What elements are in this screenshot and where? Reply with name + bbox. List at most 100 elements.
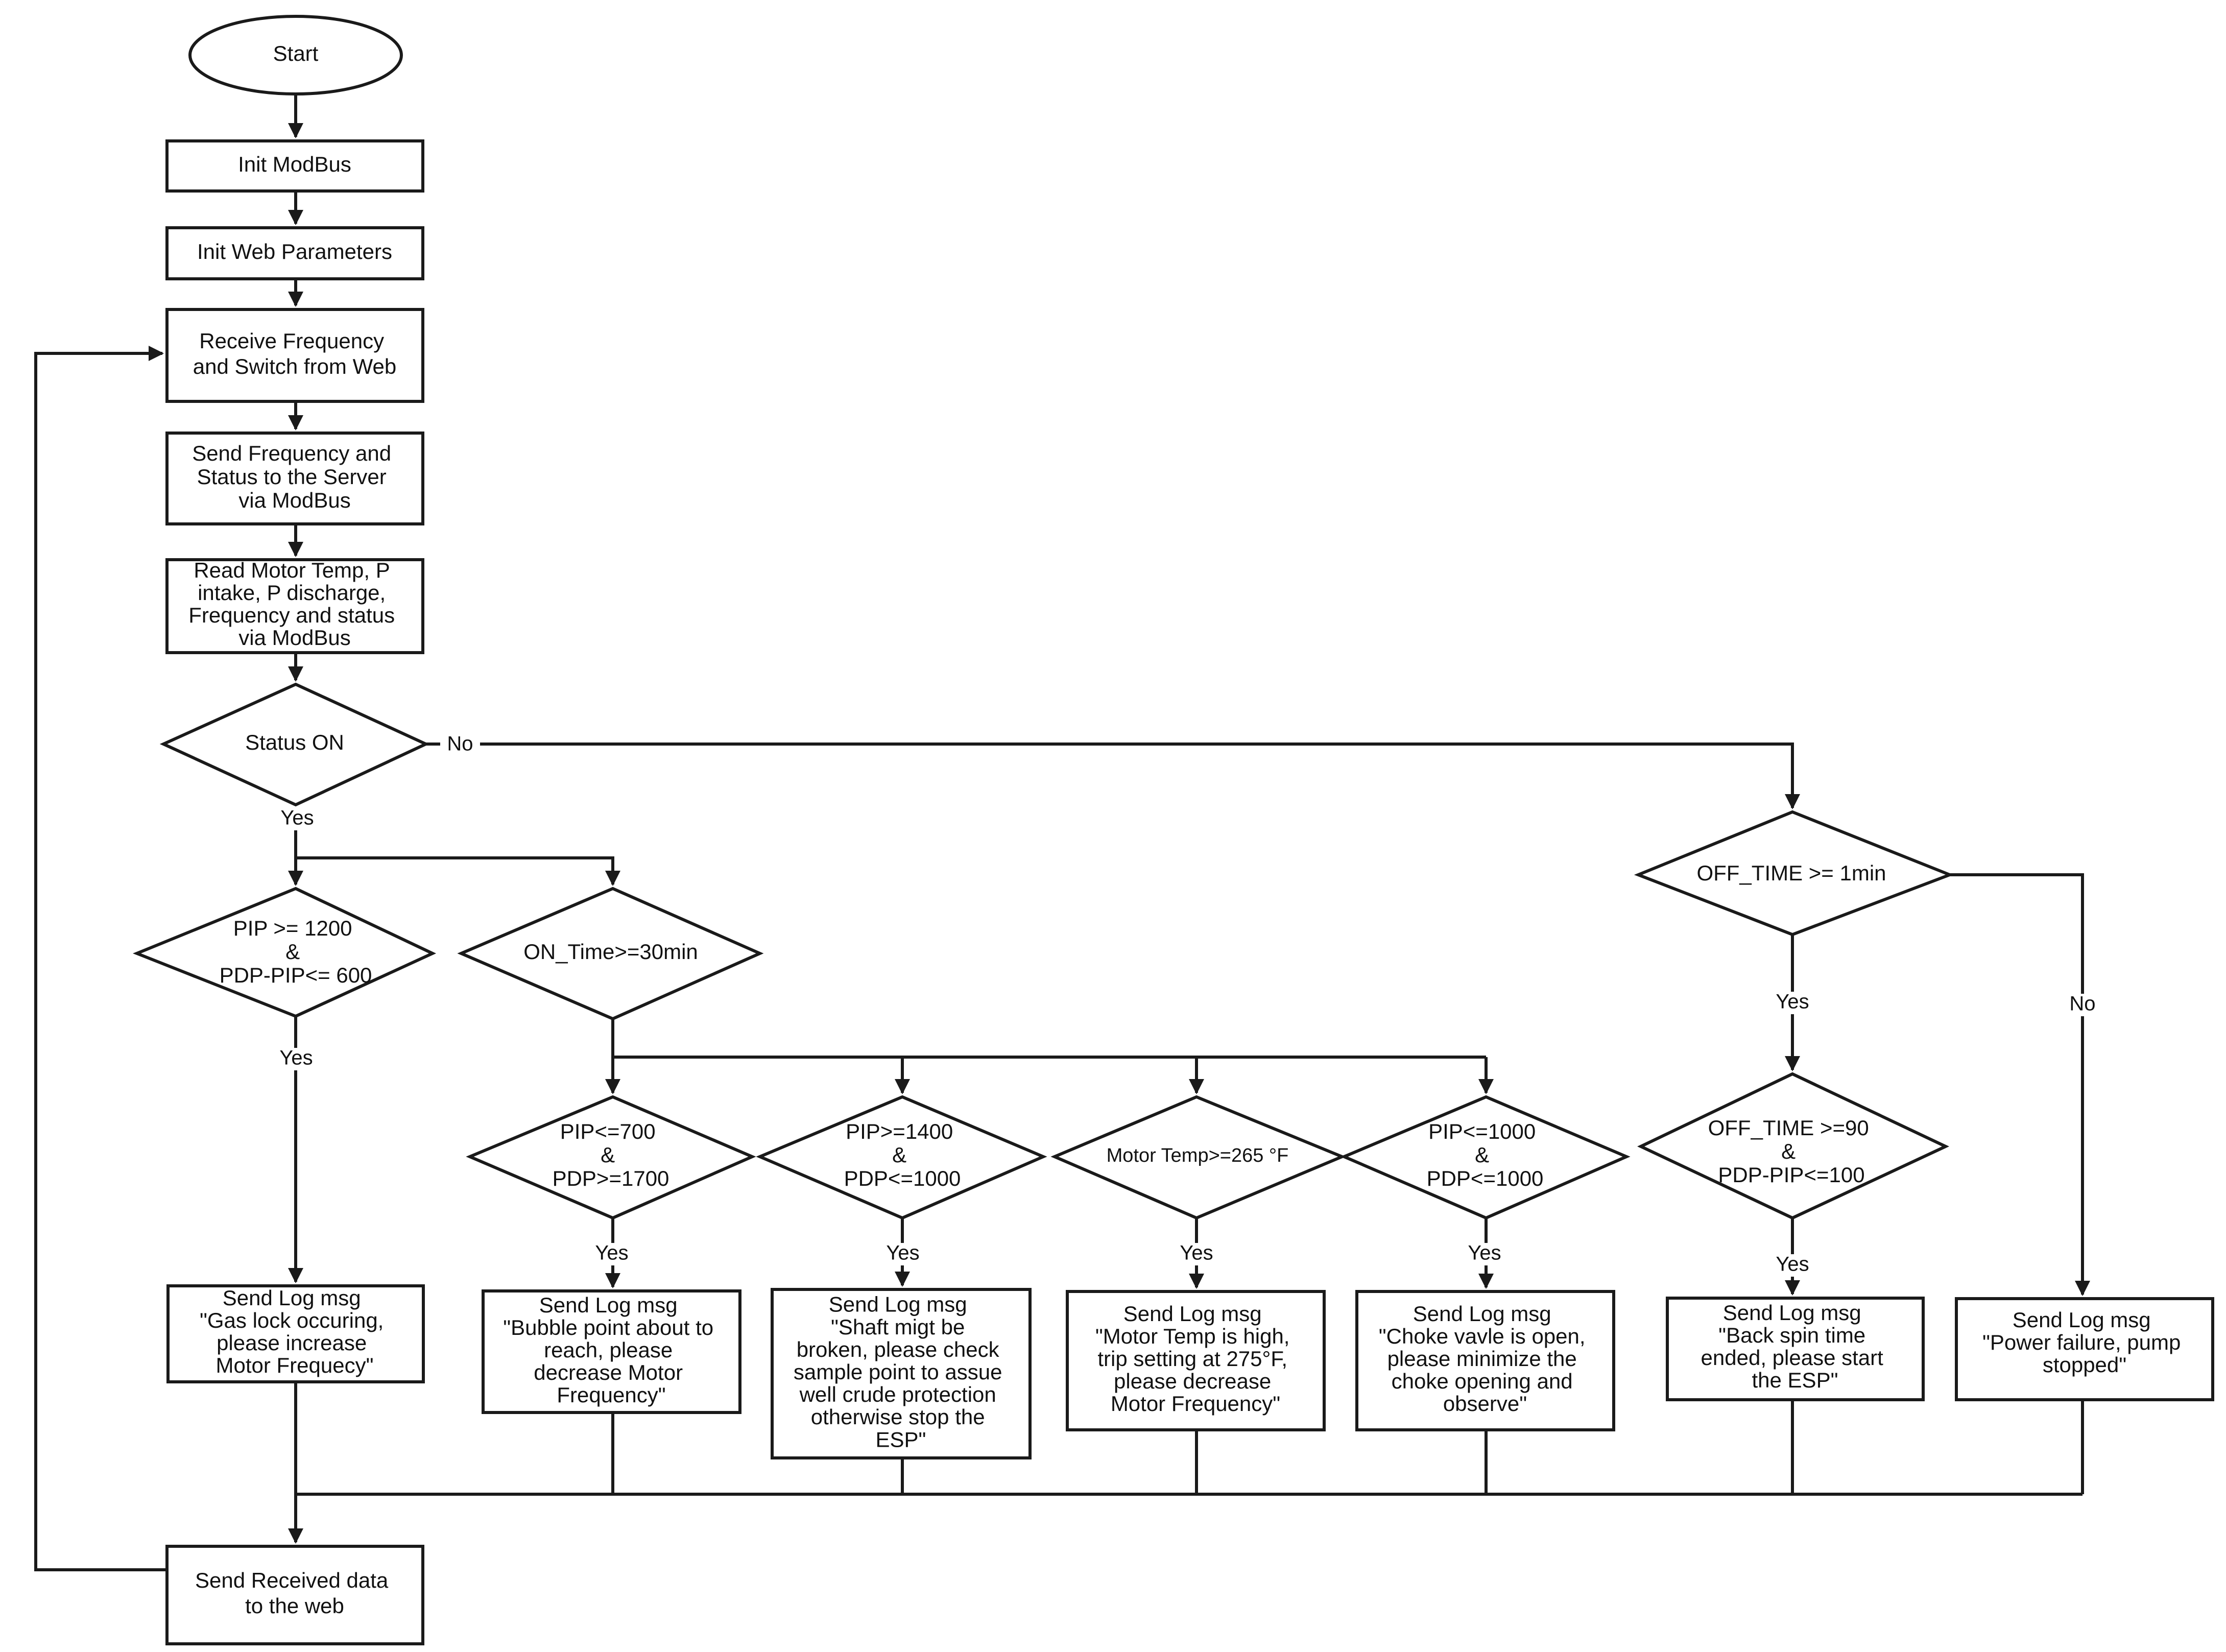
log-shaft-line: ESP" (876, 1427, 926, 1451)
offtime90-decision-line: PDP-PIP<=100 (1718, 1163, 1864, 1187)
log-backspin-line: ended, please start (1701, 1346, 1884, 1370)
log-backspin-line: "Back spin time (1718, 1323, 1865, 1347)
log-shaft-line: otherwise stop the (811, 1405, 985, 1429)
label-bubble-yes: Yes (595, 1242, 628, 1264)
init-modbus-text: Init ModBus (238, 152, 351, 176)
label-bg-status-no (440, 733, 480, 755)
read-motor-line: Frequency and status (188, 603, 395, 627)
nodes: Start Init ModBus Init Web Parameters Re… (132, 15, 2214, 1645)
motortemp-decision-text: Motor Temp>=265 °F (1107, 1145, 1289, 1166)
read-motor-node: Read Motor Temp, P intake, P discharge, … (165, 558, 424, 654)
label-motortemp-yes: Yes (1180, 1242, 1213, 1264)
send-frequency-line: Send Frequency and (192, 441, 391, 465)
send-frequency-line: Status to the Server (197, 465, 387, 489)
bubble-decision-text: PIP<=700 & PDP>=1700 (553, 1119, 669, 1190)
log-bubble-line: "Bubble point about to (503, 1315, 713, 1339)
log-power-node: Send Log msg "Power failure, pump stoppe… (1955, 1297, 2214, 1401)
start-node: Start (188, 15, 403, 95)
log-bubble-text: Send Log msg "Bubble point about to reac… (503, 1293, 720, 1407)
log-shaft-line: "Shaft migt be (831, 1315, 965, 1339)
send-frequency-text: Send Frequency and Status to the Server … (192, 441, 397, 512)
log-shaft-line: broken, please check (797, 1337, 1000, 1361)
choke-decision-text: PIP<=1000 & PDP<=1000 (1427, 1119, 1544, 1190)
choke-decision-line: PIP<=1000 (1428, 1119, 1536, 1143)
receive-frequency-node: Receive Frequency and Switch from Web (165, 308, 424, 403)
gaslock-decision-line: & (285, 940, 300, 964)
log-shaft-text: Send Log msg "Shaft migt be broken, plea… (794, 1292, 1008, 1452)
receive-frequency-line: and Switch from Web (193, 354, 396, 378)
ontime-decision-text: ON_Time>=30min (523, 940, 698, 964)
edge-status-no (426, 743, 1800, 809)
status-on-text: Status ON (245, 730, 344, 754)
label-offtime-no: No (2069, 993, 2095, 1015)
label-bg-offtime90-yes (1769, 1254, 1816, 1277)
receive-frequency-line: Receive Frequency (199, 329, 384, 353)
label-bg-offtime-yes (1769, 992, 1816, 1014)
log-power-line: "Power failure, pump (1982, 1330, 2181, 1354)
log-gaslock-text: Send Log msg "Gas lock occuring, please … (200, 1286, 390, 1377)
log-motortemp-text: Send Log msg "Motor Temp is high, trip s… (1095, 1302, 1296, 1416)
log-gaslock-line: please increase (217, 1331, 367, 1355)
log-shaft-line: sample point to assue (794, 1360, 1002, 1384)
init-web-node: Init Web Parameters (165, 226, 424, 280)
gaslock-decision: PIP >= 1200 & PDP-PIP<= 600 (132, 887, 437, 1018)
label-bg-status-yes (275, 808, 319, 830)
log-choke-node: Send Log msg "Choke vavle is open, pleas… (1355, 1290, 1615, 1431)
log-backspin-text: Send Log msg "Back spin time ended, plea… (1701, 1301, 1889, 1392)
label-bg-motortemp-yes (1173, 1243, 1220, 1265)
log-shaft-line: well crude protection (799, 1382, 996, 1406)
log-bubble-line: Frequency" (557, 1383, 665, 1407)
start-text: Start (273, 41, 319, 65)
label-offtime-yes: Yes (1776, 991, 1809, 1013)
bubble-decision: PIP<=700 & PDP>=1700 (466, 1095, 756, 1220)
log-gaslock-line: "Gas lock occuring, (200, 1308, 384, 1332)
log-motortemp-node: Send Log msg "Motor Temp is high, trip s… (1066, 1290, 1326, 1431)
label-bg-bubble-yes (588, 1243, 635, 1265)
init-modbus-node: Init ModBus (165, 139, 424, 193)
read-motor-text: Read Motor Temp, P intake, P discharge, … (188, 558, 401, 650)
label-status-no: No (447, 733, 473, 755)
receive-frequency-text: Receive Frequency and Switch from Web (193, 329, 396, 378)
log-motortemp-line: Motor Frequency" (1111, 1392, 1280, 1416)
bubble-decision-line: PDP>=1700 (553, 1166, 669, 1190)
log-choke-line: "Choke vavle is open, (1379, 1324, 1586, 1348)
label-status-yes: Yes (280, 807, 314, 829)
offtime-decision: OFF_TIME >= 1min (1634, 810, 1954, 937)
log-choke-line: observe" (1443, 1392, 1527, 1416)
send-received-text: Send Received data to the web (195, 1568, 394, 1618)
log-bubble-line: reach, please (544, 1338, 673, 1362)
gaslock-decision-line: PIP >= 1200 (233, 916, 352, 940)
log-motortemp-line: Send Log msg (1123, 1302, 1262, 1326)
init-web-text: Init Web Parameters (197, 240, 392, 264)
gaslock-decision-line: PDP-PIP<= 600 (220, 963, 372, 987)
shaft-decision: PIP>=1400 & PDP<=1000 (756, 1095, 1047, 1220)
label-gaslock-yes: Yes (279, 1047, 313, 1069)
log-choke-text: Send Log msg "Choke vavle is open, pleas… (1379, 1302, 1591, 1416)
send-received-line: Send Received data (195, 1568, 389, 1592)
log-backspin-line: the ESP" (1752, 1368, 1838, 1392)
shaft-decision-line: & (892, 1143, 906, 1167)
log-power-line: Send Log msg (2013, 1308, 2151, 1332)
edge-status-yes-right (296, 856, 620, 886)
label-offtime90-yes: Yes (1776, 1253, 1809, 1276)
offtime90-decision-line: OFF_TIME >=90 (1708, 1116, 1869, 1140)
offtime90-decision: OFF_TIME >=90 & PDP-PIP<=100 (1637, 1072, 1950, 1220)
log-bubble-node: Send Log msg "Bubble point about to reac… (482, 1289, 741, 1414)
label-bg-choke-yes (1462, 1243, 1509, 1265)
edges: No Yes Yes Yes Yes Yes Yes Yes (34, 94, 2103, 1571)
log-gaslock-node: Send Log msg "Gas lock occuring, please … (166, 1284, 425, 1383)
log-power-line: stopped" (2043, 1353, 2126, 1377)
ontime-decision: ON_Time>=30min (457, 887, 764, 1021)
motortemp-decision: Motor Temp>=265 °F (1050, 1095, 1346, 1220)
log-gaslock-line: Motor Frequecy" (216, 1353, 373, 1377)
bubble-decision-line: & (601, 1143, 615, 1167)
read-motor-line: Read Motor Temp, P (194, 558, 390, 582)
log-motortemp-line: "Motor Temp is high, (1095, 1324, 1290, 1348)
choke-decision-line: & (1475, 1143, 1489, 1167)
shaft-decision-line: PIP>=1400 (846, 1119, 953, 1143)
shaft-decision-line: PDP<=1000 (844, 1166, 961, 1190)
offtime90-decision-text: OFF_TIME >=90 & PDP-PIP<=100 (1708, 1116, 1875, 1187)
log-gaslock-line: Send Log msg (223, 1286, 361, 1310)
log-choke-line: choke opening and (1392, 1369, 1573, 1393)
